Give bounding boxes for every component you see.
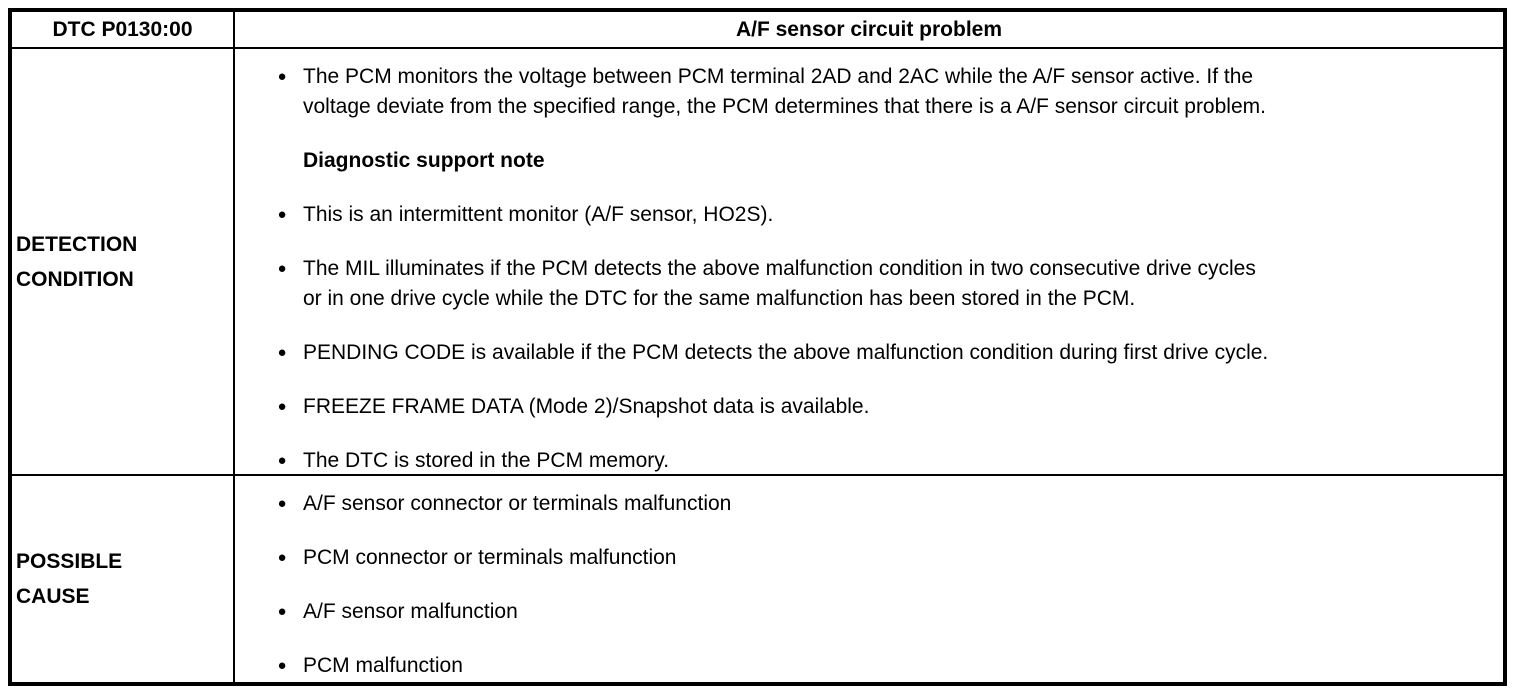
bullet-icon: ● (277, 206, 287, 223)
list-item: ● The PCM monitors the voltage between P… (275, 62, 1487, 122)
bullet-icon: ● (277, 398, 287, 415)
list-item-text: PCM connector or terminals malfunction (303, 546, 677, 569)
list-item: ● PCM connector or terminals malfunction (275, 543, 1487, 573)
bullet-icon: ● (277, 603, 287, 620)
list-item: ● The DTC is stored in the PCM memory. (275, 446, 1487, 474)
detection-condition-label: DETECTION CONDITION (12, 49, 235, 476)
bullet-icon: ● (277, 657, 287, 674)
bullet-icon: ● (277, 452, 287, 469)
list-item-text: FREEZE FRAME DATA (Mode 2)/Snapshot data… (303, 395, 870, 418)
dtc-title: A/F sensor circuit problem (235, 12, 1503, 49)
diagnostic-support-note-heading: Diagnostic support note (303, 149, 545, 172)
dtc-code: DTC P0130:00 (12, 12, 235, 49)
possible-cause-label: POSSIBLE CAUSE (12, 476, 235, 682)
list-item: ● PCM malfunction (275, 651, 1487, 681)
bullet-icon: ● (277, 344, 287, 361)
bullet-icon: ● (277, 260, 287, 277)
list-item: ● PENDING CODE is available if the PCM d… (275, 338, 1487, 368)
list-item: ● A/F sensor malfunction (275, 597, 1487, 627)
bullet-icon: ● (277, 68, 287, 85)
list-item-text: PENDING CODE is available if the PCM det… (303, 341, 1269, 364)
list-item-text: The PCM monitors the voltage between PCM… (303, 65, 1266, 118)
dtc-table: DTC P0130:00 A/F sensor circuit problem … (8, 8, 1507, 686)
list-item-text: A/F sensor malfunction (303, 600, 518, 623)
bullet-icon: ● (277, 495, 287, 512)
list-item: ● FREEZE FRAME DATA (Mode 2)/Snapshot da… (275, 392, 1487, 422)
list-item-text: The DTC is stored in the PCM memory. (303, 449, 670, 472)
list-item-text: PCM malfunction (303, 654, 463, 677)
possible-cause-content: ● A/F sensor connector or terminals malf… (235, 476, 1503, 682)
detection-condition-content: ● The PCM monitors the voltage between P… (235, 49, 1503, 476)
list-item: ● This is an intermittent monitor (A/F s… (275, 200, 1487, 230)
list-item-text: This is an intermittent monitor (A/F sen… (303, 203, 774, 226)
list-item-text: The MIL illuminates if the PCM detects t… (303, 257, 1256, 310)
bullet-icon: ● (277, 549, 287, 566)
list-item: ● The MIL illuminates if the PCM detects… (275, 254, 1487, 314)
list-item: ● A/F sensor connector or terminals malf… (275, 489, 1487, 519)
list-item-text: A/F sensor connector or terminals malfun… (303, 492, 732, 515)
